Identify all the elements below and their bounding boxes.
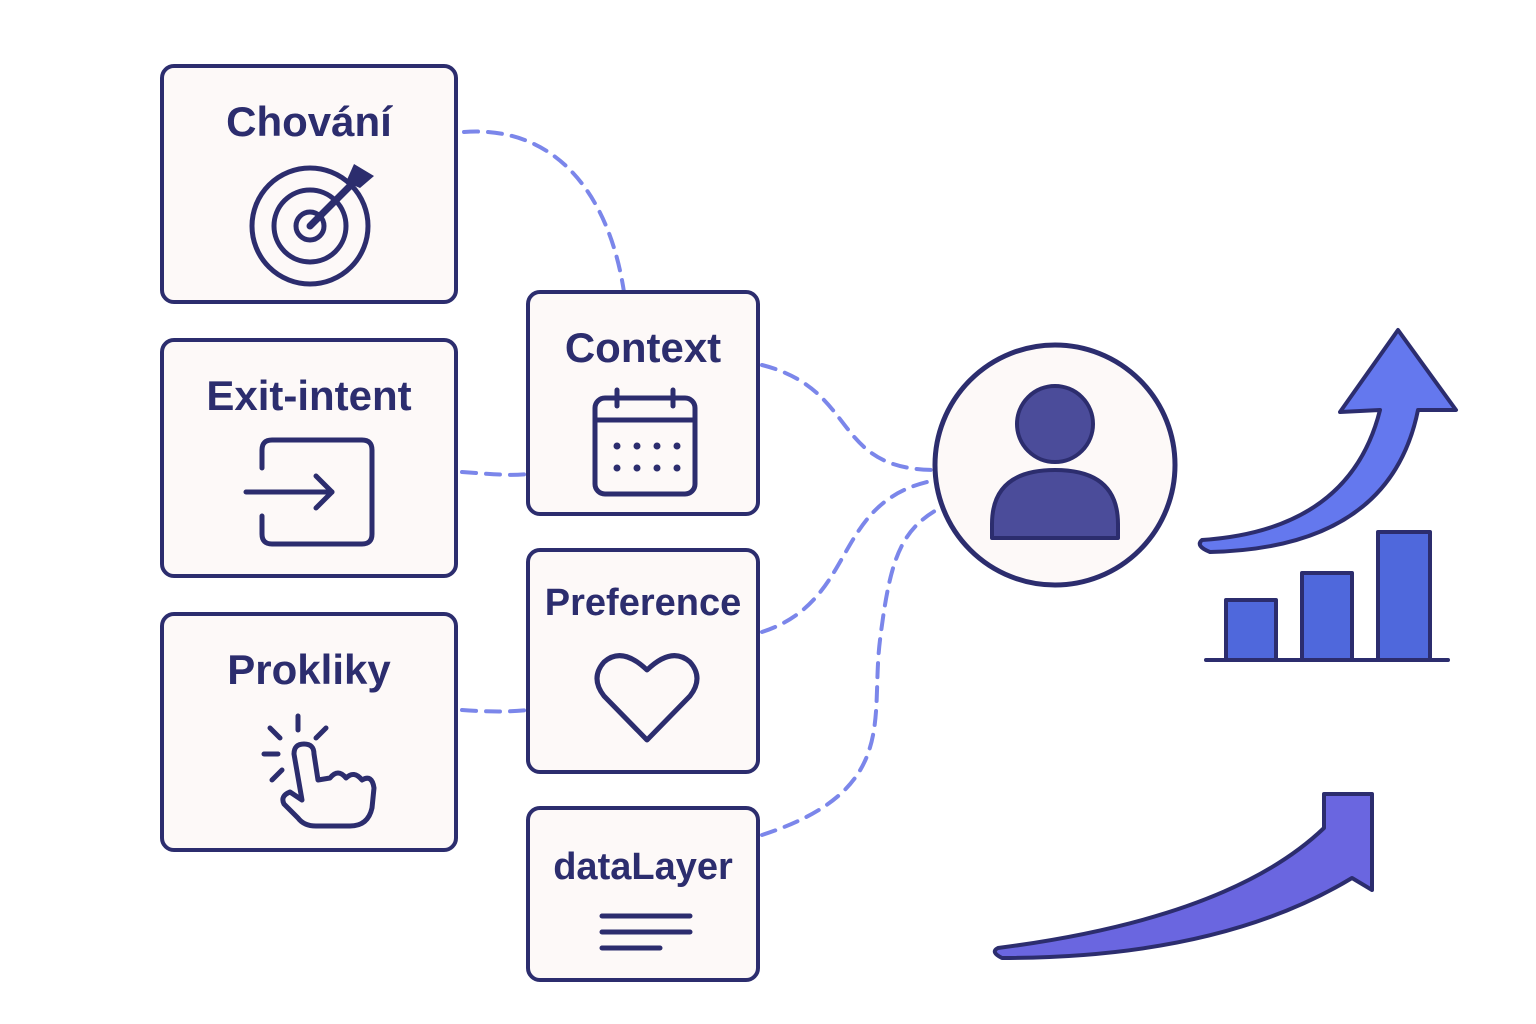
card-title-prokliky: Prokliky [227, 646, 391, 693]
user-icon [990, 384, 1120, 540]
growth-arrow-icon [992, 792, 1374, 960]
card-context: Context [526, 290, 760, 516]
calendar-icon [592, 387, 698, 497]
bar-3 [1376, 530, 1432, 662]
up-arrow-icon [1197, 328, 1458, 554]
exit-icon [243, 437, 375, 547]
card-prokliky: Prokliky [160, 612, 458, 852]
bar-chart-icon [1204, 530, 1450, 662]
card-title-datalayer: dataLayer [553, 846, 733, 888]
card-preference: Preference [526, 548, 760, 774]
connector-context-user [760, 363, 938, 472]
connector-datalayer-user [760, 506, 942, 837]
card-title-context: Context [564, 324, 722, 371]
card-title-chovani: Chování [226, 98, 392, 145]
click-hand-icon [261, 713, 377, 829]
card-datalayer: dataLayer [526, 806, 760, 982]
target-icon [249, 164, 374, 287]
bar-1 [1224, 598, 1278, 662]
heart-icon [594, 653, 700, 743]
card-chovani: Chování [160, 64, 458, 304]
text-lines-icon [599, 913, 693, 951]
card-exit-intent: Exit-intent [160, 338, 458, 578]
bar-2 [1300, 571, 1354, 662]
connector-chovani-context [462, 129, 626, 294]
connector-preference-user [760, 478, 938, 634]
user-node [932, 342, 1178, 588]
connector-exit-context [460, 470, 530, 477]
connector-prokliky-preference [460, 708, 530, 714]
card-title-preference: Preference [544, 582, 742, 624]
card-title-exit-intent: Exit-intent [206, 372, 412, 419]
